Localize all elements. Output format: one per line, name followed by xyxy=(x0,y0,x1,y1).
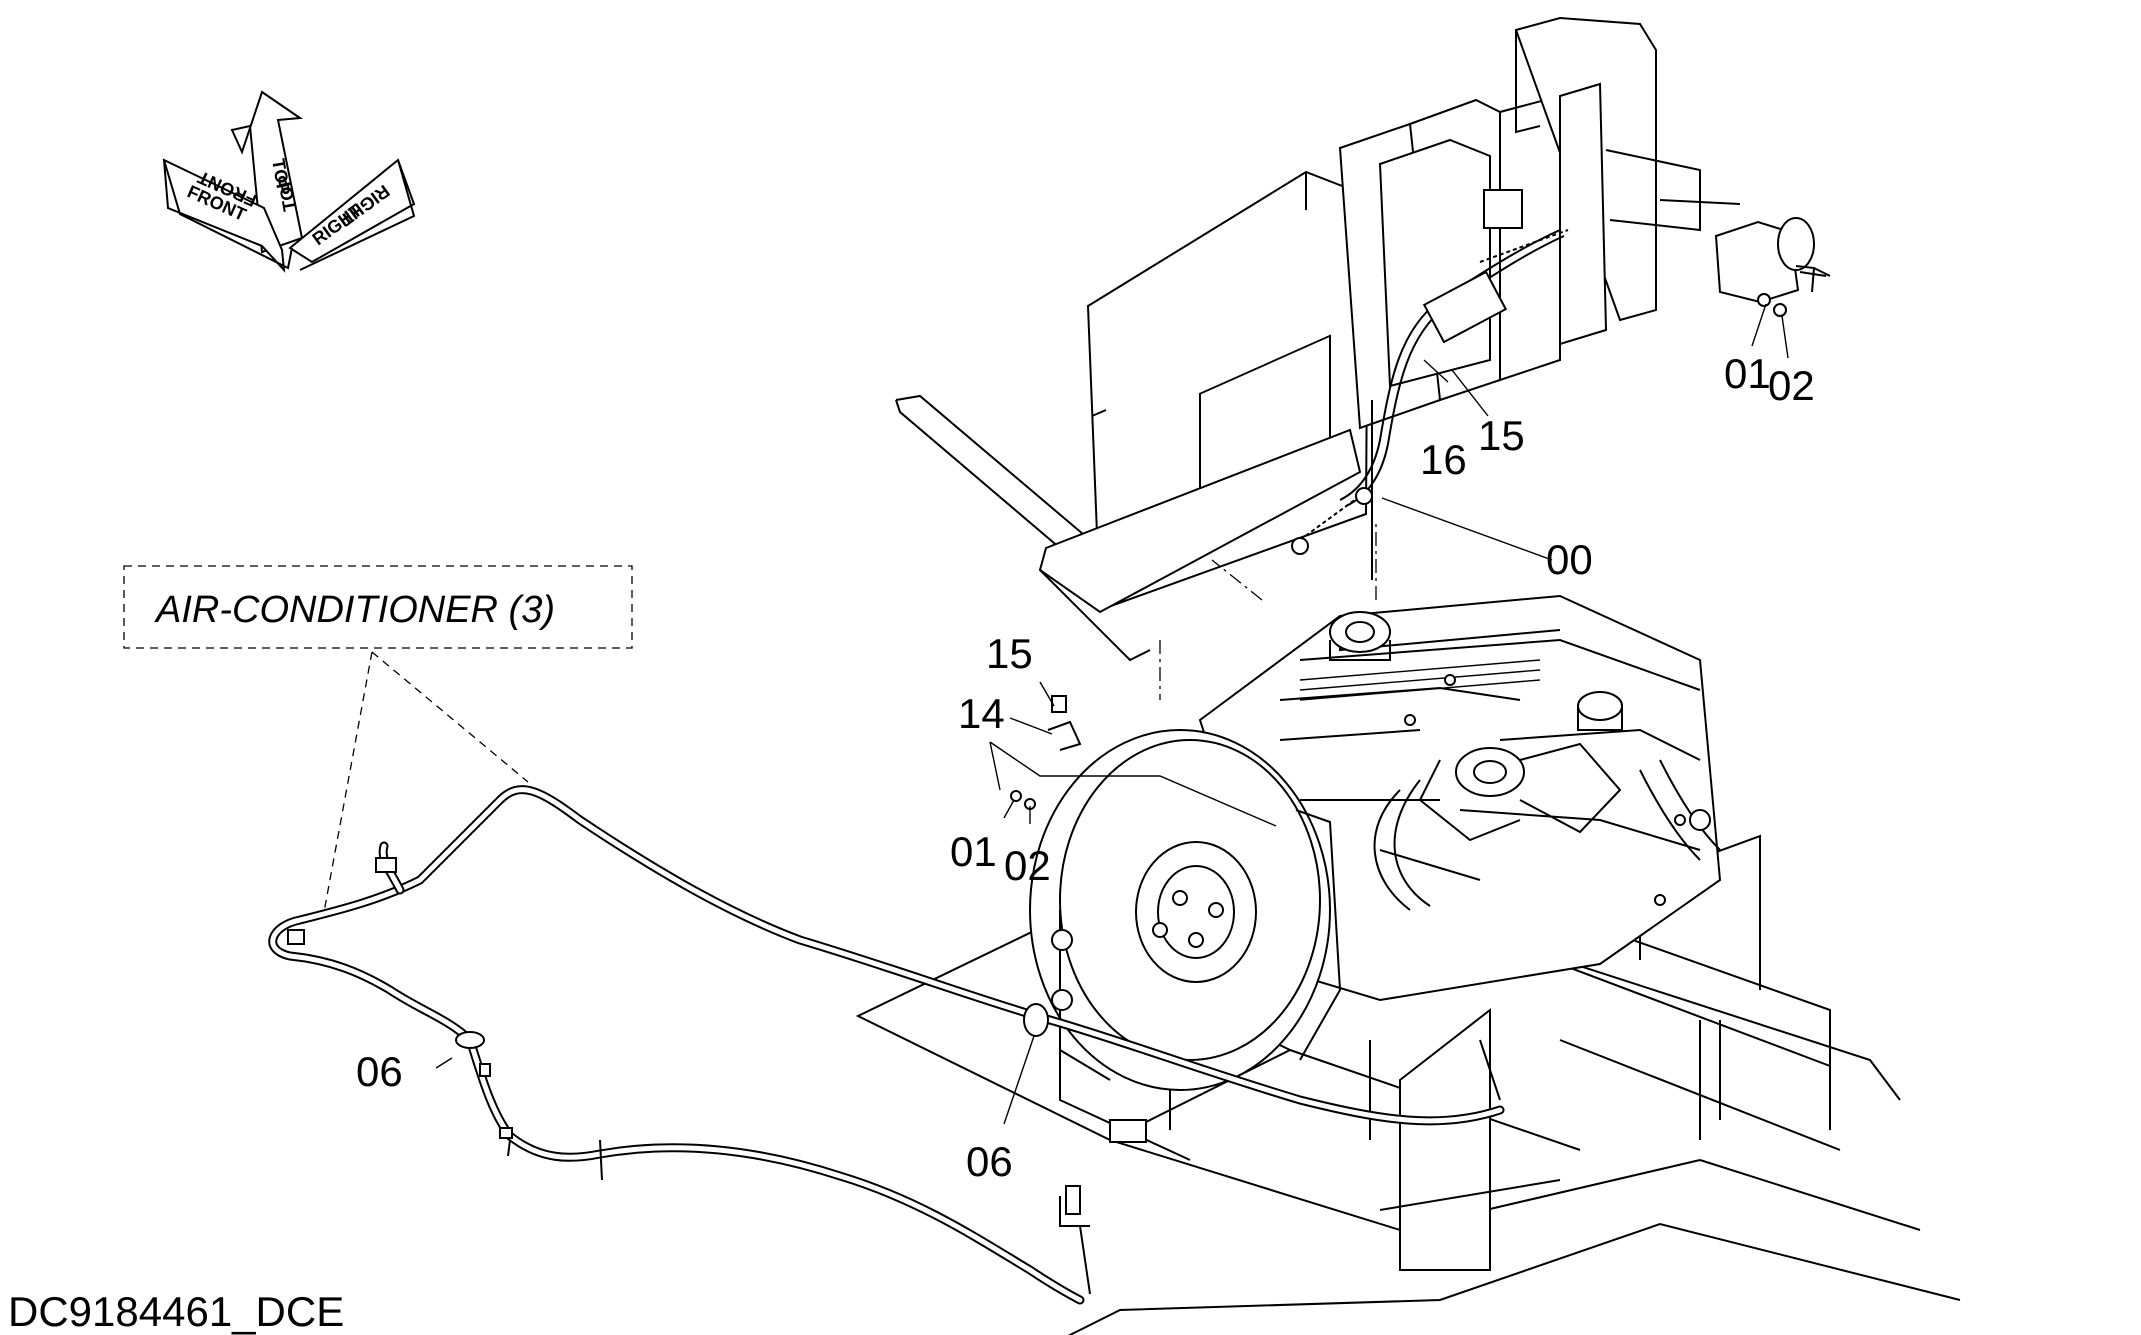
part-label-16: 16 xyxy=(1420,436,1467,483)
flywheel-housing xyxy=(1029,729,1342,1091)
hose-clip-icon xyxy=(455,1031,485,1049)
leader-lines xyxy=(435,303,1789,1125)
air-conditioner-hose xyxy=(268,785,1505,1305)
part-label-15-top: 15 xyxy=(1478,412,1525,459)
part-label-01-mid: 01 xyxy=(950,828,997,875)
part-label-01-top: 01 xyxy=(1724,350,1771,397)
ground-cable xyxy=(1291,229,1569,555)
part-label-06-mid: 06 xyxy=(966,1138,1013,1185)
air-conditioner-callout: AIR-CONDITIONER (3) xyxy=(123,565,633,913)
mid-fasteners xyxy=(1010,695,1082,810)
part-label-15-mid: 15 xyxy=(986,630,1033,677)
hose-clip-icon xyxy=(1023,1003,1049,1037)
part-number-labels: 00 01 02 15 16 15 14 01 02 06 06 xyxy=(356,350,1815,1185)
orientation-indicator: FRONT FRONT TOP TOP RIGHT RIGHT xyxy=(162,90,416,273)
part-label-02-mid: 02 xyxy=(1004,842,1051,889)
mounting-panels xyxy=(895,16,1741,662)
right-arrow-icon xyxy=(288,158,416,264)
drawing-code: DC9184461_DCE xyxy=(8,1288,344,1335)
part-label-14: 14 xyxy=(958,690,1005,737)
battery-relay xyxy=(1714,217,1831,317)
part-label-00: 00 xyxy=(1546,536,1593,583)
part-label-02-top: 02 xyxy=(1768,362,1815,409)
part-label-06-left: 06 xyxy=(356,1048,403,1095)
callout-label: AIR-CONDITIONER (3) xyxy=(154,589,555,631)
front-arrow-icon xyxy=(162,158,286,273)
assembly-lines xyxy=(989,520,1377,827)
